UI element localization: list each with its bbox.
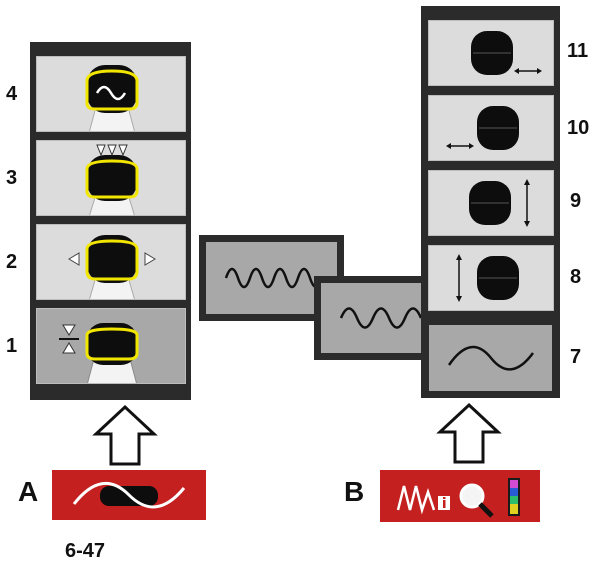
up-arrow-icon — [436, 402, 502, 464]
dense-wave-icon — [224, 267, 324, 289]
step-1-tile[interactable] — [36, 308, 186, 384]
step-number-1: 1 — [6, 335, 18, 357]
step-2-tile[interactable] — [36, 224, 186, 300]
waveform-info-icon[interactable] — [396, 485, 450, 515]
single-wave-icon — [447, 346, 535, 371]
tire-side-press-icon — [68, 235, 156, 299]
tire-top-press-icon — [85, 144, 139, 215]
tire-wave-icon — [85, 65, 139, 131]
medium-wave-icon — [339, 307, 423, 329]
tire-vertical-left-icon — [456, 254, 519, 302]
tire-compress-icon — [59, 323, 139, 383]
step-number-2: 2 — [6, 251, 18, 273]
step-3-tile[interactable] — [36, 140, 186, 216]
step-number-8: 8 — [570, 266, 582, 288]
step-number-10: 10 — [567, 117, 590, 139]
step-number-9: 9 — [570, 190, 582, 212]
step-7-tile[interactable] — [422, 318, 559, 398]
magnifier-icon[interactable] — [459, 483, 494, 518]
spectrum-bar-icon[interactable] — [508, 478, 520, 516]
step-4-tile[interactable] — [36, 56, 186, 132]
step-number-4: 4 — [6, 83, 18, 105]
step-11-tile[interactable] — [428, 20, 554, 86]
analysis-toolbar-icons — [396, 478, 520, 518]
analysis-toolbar-button[interactable] — [380, 470, 540, 522]
step-8-tile[interactable] — [428, 245, 554, 311]
tire-shift-right-icon — [471, 31, 542, 75]
step-number-11: 11 — [567, 40, 589, 62]
sine-wave-icon — [72, 481, 186, 509]
step-number-7: 7 — [570, 346, 582, 368]
step-9-tile[interactable] — [428, 170, 554, 236]
group-a-label: A — [18, 476, 39, 507]
step-10-tile[interactable] — [428, 95, 554, 161]
tire-shift-left-icon — [446, 106, 519, 150]
wave-mode-button[interactable] — [52, 470, 206, 520]
up-arrow-icon — [92, 404, 158, 466]
step-number-3: 3 — [6, 167, 18, 189]
figure-id: 6-47 — [65, 540, 106, 562]
group-b-label: B — [344, 476, 365, 507]
tire-vertical-right-icon — [469, 179, 530, 227]
